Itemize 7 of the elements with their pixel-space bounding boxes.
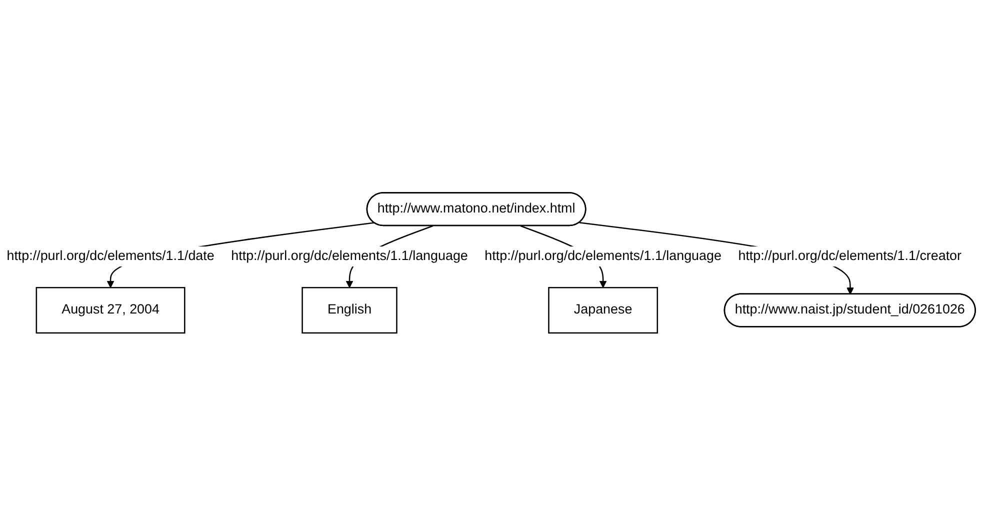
- node-box: August 27, 2004: [36, 286, 186, 334]
- edge-label: http://purl.org/dc/elements/1.1/creator: [738, 248, 962, 263]
- edge-label: http://purl.org/dc/elements/1.1/language: [484, 248, 722, 263]
- node-box: Japanese: [548, 286, 658, 334]
- edge-label: http://purl.org/dc/elements/1.1/language: [231, 248, 468, 263]
- edge-label: http://purl.org/dc/elements/1.1/date: [6, 248, 214, 263]
- node-box: English: [302, 286, 398, 334]
